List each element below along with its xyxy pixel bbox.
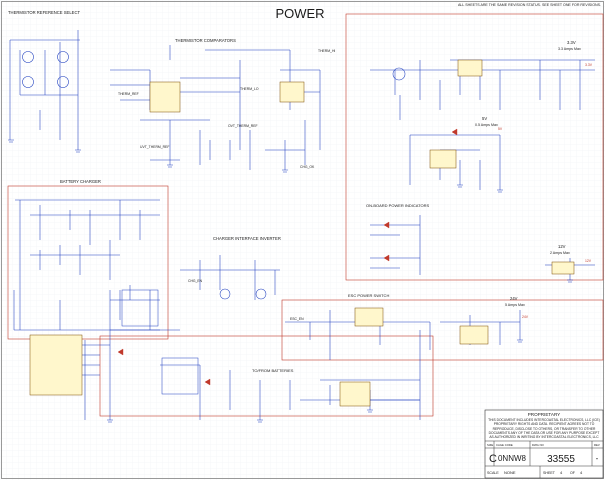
transistor-q1	[22, 51, 34, 63]
mosfets	[121, 289, 199, 395]
net-24v: 24V	[522, 315, 529, 319]
revision-note: ALL SHEETS ARE THE SAME REVISION STATUS.…	[458, 3, 601, 7]
power-supply-border	[345, 13, 604, 281]
label-battery-charger: BATTERY CHARGER	[60, 179, 101, 184]
rail-33v-current: 3.3 Amps Max	[558, 47, 581, 51]
gnd-1	[8, 139, 14, 143]
net-labels: THERM_REF THERM_LO THERM_HI OVT_THERM_RE…	[118, 49, 593, 321]
dwg-label: DWG NO	[532, 443, 545, 447]
rev-value: -	[596, 454, 599, 463]
cage-value: 0NNW8	[498, 454, 527, 463]
section-borders	[7, 13, 604, 417]
transistor-q7	[255, 288, 267, 300]
net-esc-en: ESC_EN	[290, 317, 304, 321]
diodes	[117, 128, 458, 386]
label-onboard-indicators: ON-BOARD POWER INDICATORS	[366, 203, 430, 208]
cage-label: CAGE CODE	[496, 443, 513, 447]
ic-battery-switch	[339, 381, 371, 407]
scale-label: SCALE	[487, 471, 499, 475]
net-therm-hi: THERM_HI	[318, 49, 335, 53]
led-d2	[383, 254, 390, 262]
esc-switch-border	[281, 299, 604, 361]
battery-charger-border	[7, 185, 169, 340]
net-chg-en: CHG_EN	[188, 279, 203, 283]
net-33v: 3.3V	[585, 63, 593, 67]
mosfet-pair-battery	[161, 357, 199, 395]
net-12v: 12V	[585, 259, 592, 263]
ic-regulator-5v	[429, 149, 457, 169]
rail-33v-name: 3.3V	[567, 40, 576, 45]
rail-5v-current: 0.5 Amps Max	[475, 123, 498, 127]
wires	[9, 30, 595, 420]
rev-label: REV	[594, 443, 600, 447]
ic-battery-charger	[29, 334, 83, 396]
gnd-10	[367, 409, 373, 413]
page-title: POWER	[275, 6, 324, 21]
ic-regulator-12v	[551, 261, 575, 275]
gnd-11	[517, 339, 523, 343]
gnd-3	[167, 164, 173, 168]
diode-d4	[117, 348, 124, 356]
transistor-q2	[57, 51, 69, 63]
scale-value: NONE	[504, 470, 516, 475]
gnd-2	[75, 149, 81, 153]
transistor-q5	[392, 67, 406, 81]
gnd-5	[457, 184, 463, 188]
net-therm-lo: THERM_LO	[240, 87, 259, 91]
dwg-value: 33555	[547, 454, 575, 465]
sheet-label: SHEET	[543, 471, 556, 475]
label-thermistor-ref: THERMISTOR REFERENCE SELECT	[8, 10, 80, 15]
rail-24v-current: 5 Amps Max	[505, 303, 525, 307]
ic-esc-24v	[459, 325, 489, 345]
components	[29, 59, 575, 407]
rail-12v-current: 2 Amps Max	[550, 251, 570, 255]
net-ovt: OVT_THERM_REF	[228, 124, 258, 128]
label-esc-switch: ESC POWER SWITCH	[348, 293, 389, 298]
label-to-batteries: TO/FROM BATTERIES	[252, 368, 294, 373]
net-chg-ok: CHG_OK	[300, 165, 315, 169]
net-therm-ref: THERM_REF	[118, 92, 139, 96]
label-thermistor-comp: THERMISTOR COMPARATORS	[175, 38, 236, 43]
mosfet-pair-charger	[121, 289, 159, 327]
transistor-q6	[219, 288, 231, 300]
of-label: OF	[570, 471, 576, 475]
led-d1	[383, 221, 390, 229]
gnd-4	[282, 169, 288, 173]
title-block: PROPRIETARY THIS DOCUMENT INCLUDES INTER…	[484, 409, 604, 479]
proprietary-text: THIS DOCUMENT INCLUDES INTERCOASTAL ELEC…	[488, 418, 600, 440]
ic-esc-switch	[354, 307, 384, 327]
size-label: SIZE	[487, 443, 493, 447]
rail-12v-name: 12V	[558, 244, 566, 249]
size-value: C	[489, 453, 497, 465]
rail-24v-name: 24V	[510, 296, 518, 301]
gnd-6	[497, 189, 503, 193]
ic-comparator-u2	[279, 81, 305, 103]
gnd-7	[567, 279, 573, 283]
ic-regulator-33v	[457, 59, 483, 77]
transistor-q4	[57, 76, 69, 88]
net-uvt: UVT_THERM_REF	[140, 145, 169, 149]
proprietary-header: PROPRIETARY	[528, 412, 561, 417]
diode-d5	[204, 378, 211, 386]
rail-5v-name: 5V	[482, 116, 487, 121]
gnd-9	[257, 419, 263, 423]
transistor-q3	[22, 76, 34, 88]
ic-comparator-u1	[149, 81, 181, 113]
label-charger-interface: CHARGER INTERFACE INVERTER	[213, 236, 281, 241]
transistors	[22, 51, 406, 300]
gnd-8	[107, 419, 113, 423]
of-value: 4	[580, 470, 583, 475]
diode-d3	[451, 128, 458, 136]
net-5v: 5V	[498, 127, 503, 131]
sheet-value: 4	[560, 470, 563, 475]
title-block-frame	[484, 409, 604, 479]
ground-symbols	[8, 139, 573, 423]
batteries-border	[99, 335, 434, 417]
